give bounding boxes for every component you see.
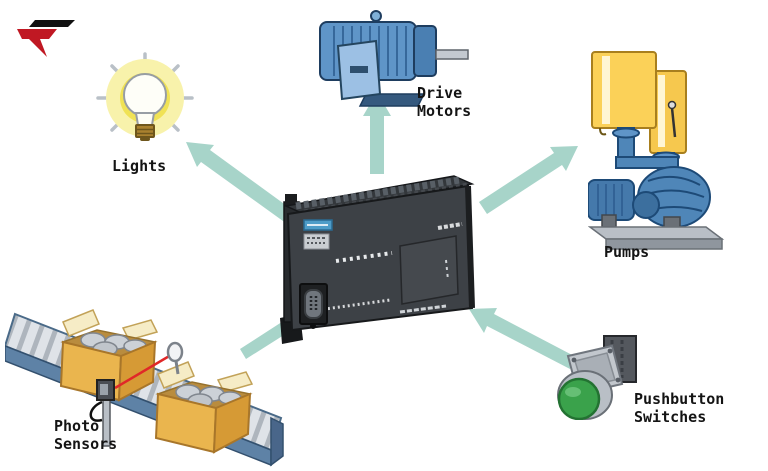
bulb-glass xyxy=(123,73,167,117)
motor-shaft xyxy=(435,49,469,60)
rear-tank-highlight xyxy=(658,75,665,147)
pushbutton-icon xyxy=(557,335,637,420)
plc-status-leds xyxy=(335,251,393,263)
logo-black-bar xyxy=(29,20,75,27)
pump-piping xyxy=(612,127,680,176)
brand-logo xyxy=(13,19,77,59)
sensor-lens xyxy=(100,384,108,395)
pumps-device xyxy=(588,45,748,260)
drive-motors-device xyxy=(312,8,472,118)
front-tank-highlight xyxy=(602,56,610,124)
arrow-pushbutton-to-plc xyxy=(469,308,576,369)
terminal-row-1 xyxy=(295,176,461,210)
laser-beam xyxy=(114,353,172,390)
pump-baseplate-front xyxy=(605,238,723,250)
photo-sensors-label: Photo Sensors xyxy=(54,417,118,453)
arrow-plc-to-drive-motors xyxy=(363,92,391,174)
plc-top-clamp xyxy=(285,194,297,206)
pushbutton-device xyxy=(550,322,680,420)
plc-part-number xyxy=(399,304,447,314)
plc-rating-label xyxy=(303,233,330,250)
drive-motors-label: Drive Motors xyxy=(417,84,472,120)
button-highlight xyxy=(565,387,581,397)
pump-station-icon xyxy=(588,51,725,250)
light-bulb-icon xyxy=(96,52,194,141)
plc-io-labels xyxy=(317,298,391,312)
red-t-logo-icon xyxy=(17,20,75,57)
plc-db9-port xyxy=(299,283,328,329)
motor-end-bell xyxy=(413,25,437,77)
pushbutton-switches-label: Pushbutton Switches xyxy=(634,390,725,426)
bulb-neck xyxy=(134,112,156,126)
motor-lifting-eye xyxy=(370,10,382,22)
pump-motor xyxy=(588,179,635,221)
pumps-label: Pumps xyxy=(604,243,650,261)
pump-baseplate-top xyxy=(588,226,725,240)
reflector-stand xyxy=(174,360,180,375)
plc-model-text xyxy=(437,222,463,230)
motor-base xyxy=(358,93,426,107)
photo-sensors-device xyxy=(5,298,300,471)
bulb-tip xyxy=(140,137,150,141)
front-tank xyxy=(591,51,657,129)
conveyor-scene-icon xyxy=(5,309,284,467)
logo-red-t xyxy=(17,29,57,57)
tank-lever-knob xyxy=(667,100,677,110)
lights-label: Lights xyxy=(112,157,167,175)
arrow-plc-to-pumps xyxy=(479,146,578,214)
junction-box-slot xyxy=(350,66,368,73)
reflector xyxy=(166,341,184,363)
green-button xyxy=(557,377,601,420)
conveyor-end-cap xyxy=(270,416,284,467)
pump-inlet xyxy=(632,191,660,219)
plc-right-edge xyxy=(465,185,475,309)
lights-device xyxy=(88,52,203,157)
bulb-base xyxy=(135,124,155,138)
carton-box-2 xyxy=(155,361,253,453)
plc-access-door xyxy=(399,235,459,305)
electric-motor-icon xyxy=(319,10,469,107)
tank-lever xyxy=(670,107,677,138)
sensor-cable xyxy=(89,400,103,422)
plc-icon xyxy=(280,175,475,344)
arrow-plc-to-lights xyxy=(186,142,309,234)
plc-controller xyxy=(278,168,478,346)
